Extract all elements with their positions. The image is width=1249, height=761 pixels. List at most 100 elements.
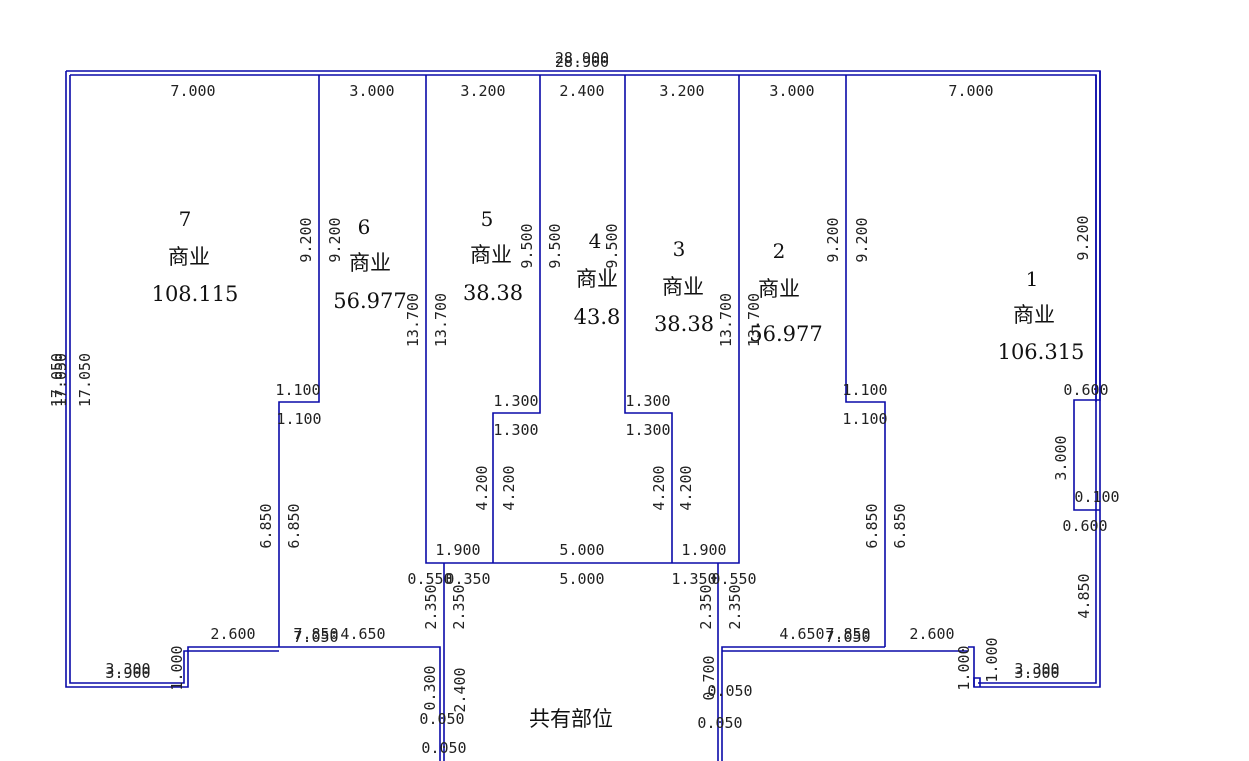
dim-l-26: 2.600	[210, 625, 255, 643]
dim-u2-92b: 9.200	[853, 217, 871, 262]
dim-l-465: 4.650	[340, 625, 385, 643]
dim-c-19b: 1.900	[681, 541, 726, 559]
unit-1-area: 106.315	[998, 340, 1085, 364]
dim-b-07: 0.700	[700, 655, 718, 700]
dim-l-685b: 6.850	[285, 503, 303, 548]
dim-r-785: 7.850	[825, 625, 870, 643]
dim-total-width-a: 28.900	[555, 49, 609, 67]
dim-c-13d: 1.300	[625, 421, 670, 439]
dim-c-13c: 1.300	[625, 392, 670, 410]
dim-r-685b: 6.850	[891, 503, 909, 548]
dim-s-035b: 1.350	[671, 570, 716, 588]
dim-l-39: 3.900	[105, 664, 150, 682]
dimension-labels: 28.900 28.900 7.000 3.000 3.200 2.400 3.…	[105, 49, 1119, 757]
dim-top-1: 7.000	[948, 82, 993, 100]
dim-u4-95b: 9.500	[603, 223, 621, 268]
unit-2-area: 56.977	[749, 322, 822, 346]
dim-top-4: 2.400	[559, 82, 604, 100]
dim-l-785: 7.850	[293, 625, 338, 643]
dim-left-h-a: 17.050	[48, 353, 66, 407]
dim-l-10: 1.000	[168, 645, 186, 690]
dim-c-19a: 1.900	[435, 541, 480, 559]
dim-r-33: 3.300	[1014, 660, 1059, 678]
dim-r-705: 7.050	[825, 628, 870, 646]
dim-c-50a: 5.000	[559, 541, 604, 559]
unit-1-number: 1	[1026, 267, 1039, 291]
dim-s-035a: 0.350	[445, 570, 490, 588]
dim-u4-95a: 9.500	[546, 223, 564, 268]
dim-u5-137b: 13.700	[432, 293, 450, 347]
dim-r-685a: 6.850	[863, 503, 881, 548]
unit-2-use: 商业	[758, 277, 800, 301]
dim-u6-92a: 9.200	[297, 217, 315, 262]
dim-top-2: 3.000	[769, 82, 814, 100]
dim-r-11a: 1.100	[842, 381, 887, 399]
dim-c-42a: 4.200	[473, 465, 491, 510]
dim-l-11b: 1.100	[276, 410, 321, 428]
dim-r-01: 0.100	[1074, 488, 1119, 506]
dim-r-92: 9.200	[1074, 215, 1092, 260]
dim-l-685a: 6.850	[257, 503, 275, 548]
dim-b-03: 0.300	[421, 665, 439, 710]
dim-s-235c: 2.350	[697, 584, 715, 629]
dim-c-50b: 5.000	[559, 570, 604, 588]
dim-s-055a: 0.550	[407, 570, 452, 588]
dim-top-7: 7.000	[170, 82, 215, 100]
dim-c-42d: 4.200	[677, 465, 695, 510]
dim-r-10a: 1.000	[955, 645, 973, 690]
dim-s-055b: 0.550	[711, 570, 756, 588]
dim-u3-137a: 13.700	[717, 293, 735, 347]
partition-walls	[278, 75, 968, 761]
dim-r-485: 4.850	[1075, 573, 1093, 618]
dim-r-39: 3.900	[1014, 664, 1059, 682]
common-area-label: 共有部位	[529, 707, 613, 731]
dim-r-465: 4.650	[779, 625, 824, 643]
dim-left-h-inner: 17.050	[76, 353, 94, 407]
dim-left-h-b: 17.050	[52, 353, 70, 407]
unit-4: 4 商业 43.8	[574, 229, 621, 329]
dim-top-3: 3.200	[659, 82, 704, 100]
dim-s-235d: 2.350	[726, 584, 744, 629]
unit-4-number: 4	[589, 229, 602, 253]
dim-u3-137b: 13.700	[745, 293, 763, 347]
dim-r-11b: 1.100	[842, 410, 887, 428]
dim-l-11a: 1.100	[275, 381, 320, 399]
dim-u2-92a: 9.200	[824, 217, 842, 262]
dim-r-06b: 0.600	[1062, 517, 1107, 535]
unit-7-number: 7	[179, 207, 192, 231]
outer-boundary	[65, 70, 1101, 688]
unit-5-use: 商业	[470, 243, 512, 267]
dim-b-005c: 0.050	[707, 682, 752, 700]
unit-3-number: 3	[673, 237, 686, 261]
unit-1: 1 商业 106.315	[998, 267, 1085, 364]
unit-2: 2 商业 56.977	[749, 239, 822, 346]
unit-7-area: 108.115	[152, 282, 239, 306]
unit-3-area: 38.38	[654, 312, 714, 336]
unit-5: 5 商业 38.38	[463, 207, 523, 305]
dim-l-33: 3.300	[105, 660, 150, 678]
unit-6: 6 商业 56.977	[333, 215, 406, 313]
unit-5-area: 38.38	[463, 281, 523, 305]
dim-s-235a: 2.350	[422, 584, 440, 629]
unit-3-use: 商业	[662, 275, 704, 299]
dim-total-width-b: 28.900	[555, 53, 609, 71]
dim-r-10b: 1.000	[983, 637, 1001, 682]
unit-1-use: 商业	[1013, 303, 1055, 327]
dim-c-13a: 1.300	[493, 392, 538, 410]
dim-b-24: 2.400	[451, 667, 469, 712]
dim-r-06a: 0.600	[1063, 381, 1108, 399]
dim-u5-95: 9.500	[518, 223, 536, 268]
dim-c-42c: 4.200	[650, 465, 668, 510]
unit-4-area: 43.8	[574, 305, 621, 329]
dim-b-005b: 0.050	[421, 739, 466, 757]
dim-r-30: 3.000	[1052, 435, 1070, 480]
dim-l-705: 7.050	[293, 628, 338, 646]
unit-2-number: 2	[773, 239, 786, 263]
dim-top-6: 3.000	[349, 82, 394, 100]
dim-s-235b: 2.350	[450, 584, 468, 629]
unit-7: 7 商业 108.115	[152, 207, 239, 306]
dim-top-5: 3.200	[460, 82, 505, 100]
unit-5-number: 5	[481, 207, 494, 231]
dim-c-42b: 4.200	[500, 465, 518, 510]
